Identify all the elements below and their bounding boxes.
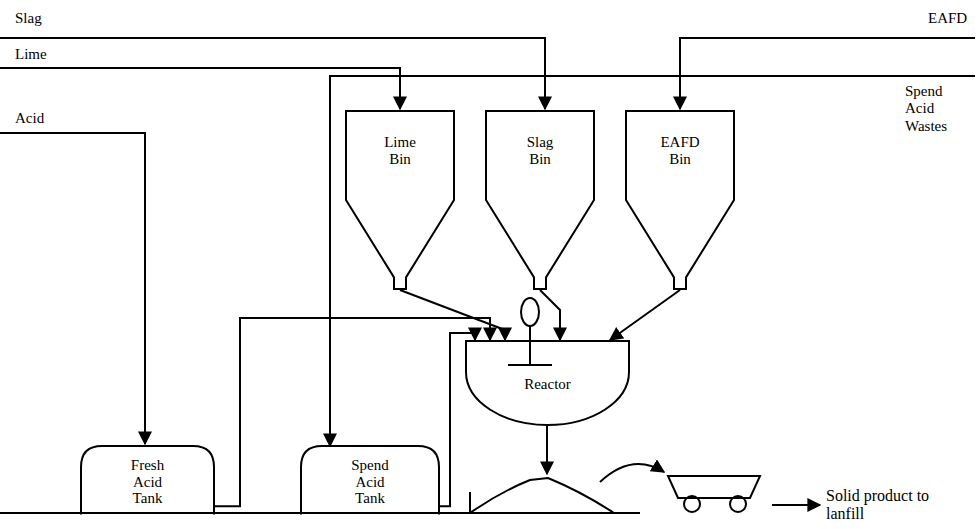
node-label: Fresh Acid Tank: [131, 457, 164, 507]
transfer-arrow: [600, 464, 664, 482]
pile-edge: [469, 492, 471, 513]
feed-pipe: [215, 318, 490, 506]
bin-outline: [486, 111, 594, 289]
node-label: Lime Bin: [384, 134, 416, 167]
feed-pipe: [610, 290, 680, 340]
bin-hopper: EAFD Bin: [625, 110, 735, 290]
reactor-outlet: [546, 426, 548, 474]
lime-feed-line: [0, 68, 400, 109]
node-label: Reactor: [524, 376, 571, 393]
node-label: EAFD Bin: [660, 134, 699, 167]
bin-hopper: Slag Bin: [485, 110, 595, 290]
ground-line: [0, 512, 640, 514]
cart-bucket: [668, 476, 760, 498]
spent-acid-feed-line: [330, 76, 975, 446]
bin-outline: [626, 111, 734, 289]
solid-pile: [470, 478, 614, 513]
feed-pipe: [540, 290, 560, 340]
stream-label: Acid: [15, 110, 44, 127]
cart-wheel: [730, 496, 746, 512]
bin-hopper: Lime Bin: [345, 110, 455, 290]
node-label: Slag Bin: [527, 134, 554, 167]
acid-feed-line: [0, 133, 145, 444]
tank-outline: [81, 446, 214, 515]
acid-tank: Spend Acid Tank: [300, 445, 440, 515]
slag-feed-line: [0, 38, 545, 109]
output-arrow: [772, 504, 820, 506]
stream-label: Slag: [15, 10, 42, 27]
feed-pipe: [440, 333, 475, 506]
agitator-shaft: [508, 326, 552, 365]
stream-label: EAFD: [928, 10, 967, 27]
reactor-vessel: Reactor: [465, 340, 630, 426]
stream-label: Lime: [15, 46, 47, 63]
bin-outline: [346, 111, 454, 289]
reactor-outline: [466, 341, 629, 425]
stream-label: Spend Acid Wastes: [905, 83, 947, 135]
acid-tank: Fresh Acid Tank: [80, 445, 215, 515]
cart-wheel: [684, 496, 700, 512]
agitator-motor: [521, 298, 539, 326]
product-label: Solid product to lanfill: [826, 487, 938, 524]
tank-outline: [301, 446, 439, 515]
node-label: Spend Acid Tank: [351, 457, 389, 507]
